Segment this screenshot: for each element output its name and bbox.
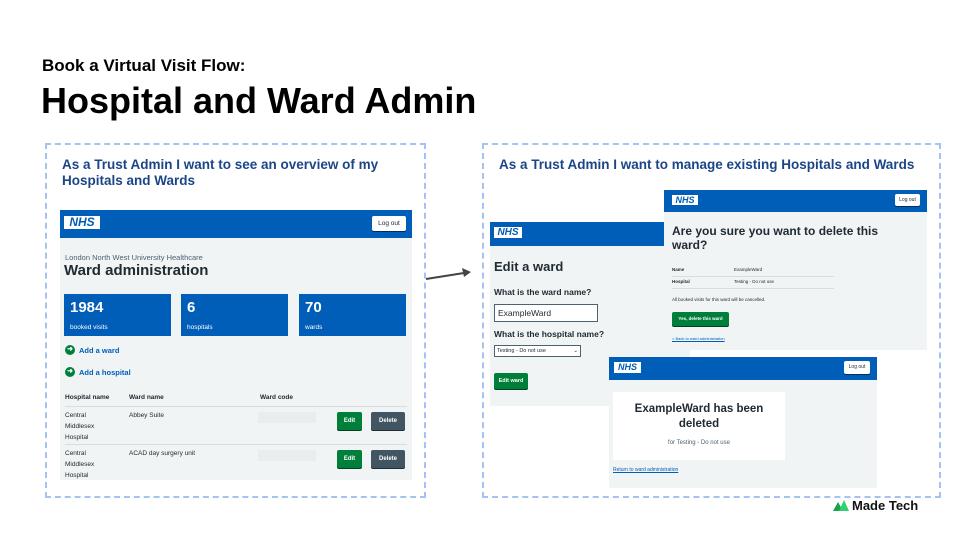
nhs-header: NHS Log out bbox=[664, 190, 927, 212]
page-title: Hospital and Ward Admin bbox=[41, 80, 477, 121]
hospital-select[interactable]: Testing - Do not use ⌄ bbox=[494, 345, 581, 357]
ward-name-input[interactable]: ExampleWard bbox=[494, 304, 598, 322]
stat-value: 1984 bbox=[70, 299, 104, 316]
chevron-down-icon: ⌄ bbox=[573, 348, 578, 354]
ward-deleted-screen: NHS Log out ExampleWard has been deleted… bbox=[609, 357, 877, 488]
arrow-right-circle-icon: ➜ bbox=[65, 367, 75, 377]
edit-button[interactable]: Edit bbox=[337, 450, 362, 468]
overview-story-frame bbox=[45, 143, 426, 498]
ward-admin-screen: NHS Log out London North West University… bbox=[60, 210, 412, 480]
overview-story: As a Trust Admin I want to see an overvi… bbox=[62, 157, 379, 188]
edit-button[interactable]: Edit bbox=[337, 412, 362, 430]
column-header: Hospital name bbox=[65, 394, 110, 401]
back-link[interactable]: < Back to ward administration bbox=[672, 336, 725, 341]
nhs-logo[interactable]: NHS bbox=[494, 227, 522, 238]
divider bbox=[65, 444, 407, 445]
column-header: Ward name bbox=[129, 394, 164, 401]
stat-label: booked visits bbox=[70, 324, 108, 331]
divider bbox=[672, 288, 834, 289]
edit-ward-heading: Edit a ward bbox=[494, 259, 564, 274]
add-ward-link[interactable]: ➜ Add a ward bbox=[65, 345, 119, 355]
name-value: ExampleWard bbox=[734, 267, 763, 272]
cancel-warning: All booked visits for this ward will be … bbox=[672, 297, 766, 302]
stat-booked-visits: 1984 booked visits bbox=[64, 294, 171, 336]
ward-cell: ACAD day surgery unit bbox=[129, 450, 196, 457]
confirm-delete-button[interactable]: Yes, delete this ward bbox=[672, 312, 729, 326]
deleted-sub: for Testing - Do not use bbox=[668, 440, 730, 446]
made-tech-logo: Made Tech bbox=[833, 498, 918, 513]
arrow-right-circle-icon: ➜ bbox=[65, 345, 75, 355]
stat-value: 6 bbox=[187, 299, 196, 316]
name-key: Name bbox=[672, 267, 685, 272]
stat-label: wards bbox=[305, 324, 323, 331]
org-name: London North West University Healthcare bbox=[65, 253, 203, 262]
link-label: Add a hospital bbox=[79, 367, 131, 377]
flow-arrow-icon bbox=[425, 268, 471, 280]
hospital-name-label: What is the hospital name? bbox=[494, 329, 605, 339]
ward-code-cell bbox=[258, 412, 316, 423]
edit-ward-button[interactable]: Edit ward bbox=[494, 373, 528, 389]
nhs-header: NHS Log out bbox=[60, 210, 412, 238]
delete-button[interactable]: Delete bbox=[371, 450, 405, 468]
nhs-header: NHS Log out bbox=[609, 357, 877, 380]
delete-confirm-screen: NHS Log out Are you sure you want to del… bbox=[664, 190, 927, 350]
delete-button[interactable]: Delete bbox=[371, 412, 405, 430]
column-header: Ward code bbox=[260, 394, 293, 401]
manage-story-frame bbox=[482, 143, 941, 498]
logout-button[interactable]: Log out bbox=[895, 194, 920, 206]
nhs-logo[interactable]: NHS bbox=[64, 216, 100, 229]
ward-name-label: What is the ward name? bbox=[494, 287, 592, 297]
return-link[interactable]: Return to ward administration bbox=[613, 467, 679, 473]
ward-cell: Abbey Suite bbox=[129, 412, 165, 419]
logout-button[interactable]: Log out bbox=[372, 216, 406, 231]
add-hospital-link[interactable]: ➜ Add a hospital bbox=[65, 367, 131, 377]
nhs-logo[interactable]: NHS bbox=[672, 195, 698, 205]
divider bbox=[65, 406, 407, 407]
ward-admin-heading: Ward administration bbox=[64, 262, 209, 279]
deleted-heading: ExampleWard has been deleted bbox=[634, 403, 764, 430]
hospital-cell: Central Middlesex Hospital bbox=[65, 412, 95, 441]
delete-confirm-heading: Are you sure you want to delete this war… bbox=[672, 224, 879, 252]
manage-story: As a Trust Admin I want to manage existi… bbox=[499, 157, 915, 172]
hospital-cell: Central Middlesex Hospital bbox=[65, 450, 95, 479]
supertitle: Book a Virtual Visit Flow: bbox=[42, 56, 246, 75]
hospital-key: Hospital bbox=[672, 279, 690, 284]
brand-name: Made Tech bbox=[852, 498, 919, 513]
stat-value: 70 bbox=[305, 299, 322, 316]
stat-hospitals: 6 hospitals bbox=[181, 294, 288, 336]
deleted-panel: ExampleWard has been deleted for Testing… bbox=[613, 392, 785, 460]
link-label: Add a ward bbox=[79, 345, 120, 355]
hospital-value: Testing - Do not use bbox=[734, 279, 775, 284]
made-tech-mark-icon bbox=[833, 500, 849, 511]
nhs-header: NHS bbox=[490, 222, 690, 246]
ward-code-cell bbox=[258, 450, 316, 461]
divider bbox=[672, 276, 834, 277]
stat-wards: 70 wards bbox=[299, 294, 406, 336]
hospital-select-value: Testing - Do not use bbox=[497, 348, 546, 354]
logout-button[interactable]: Log out bbox=[844, 361, 870, 374]
nhs-logo[interactable]: NHS bbox=[614, 362, 641, 373]
stat-label: hospitals bbox=[187, 324, 213, 331]
